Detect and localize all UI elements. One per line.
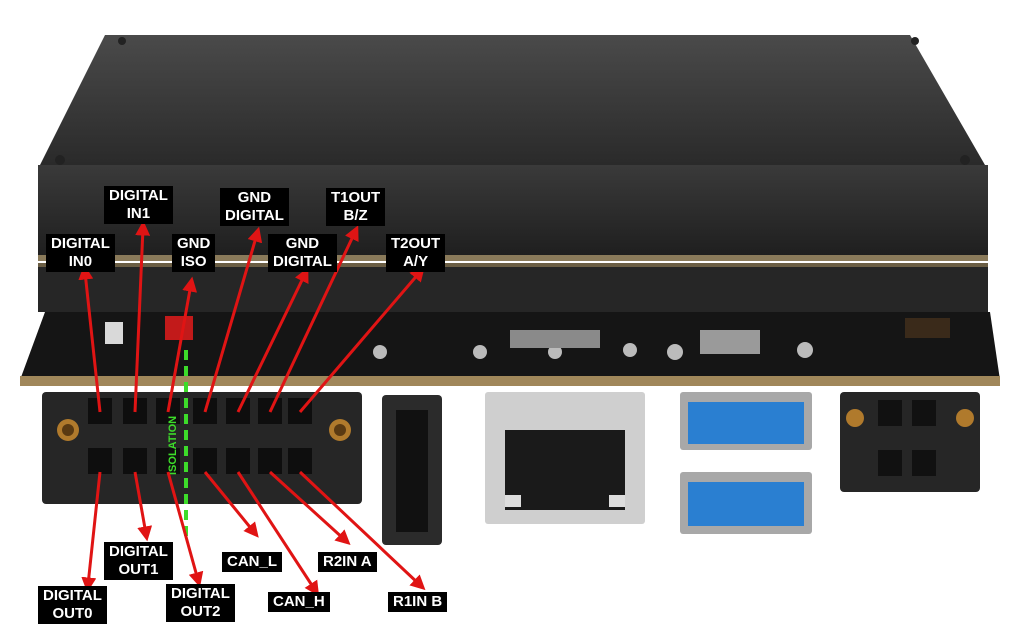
terminal-pin-socket [193,448,217,474]
terminal-screw [62,424,74,436]
power-pin [878,450,902,476]
component [548,345,562,359]
component [510,330,600,348]
component [797,342,813,358]
label-r2in-a: R2IN A [318,552,377,572]
component [165,316,193,340]
component [373,345,387,359]
terminal-pin-socket [258,448,282,474]
arrow-can-h [236,471,320,597]
terminal-pin-socket [88,448,112,474]
power-pin [912,450,936,476]
component [623,343,637,357]
thermal-stripe [38,255,988,261]
arrow-gnd-digital-top [203,226,263,413]
component [473,345,487,359]
label-r1in-b: R1IN B [388,592,448,612]
arrow-r2in-a [268,470,351,546]
ethernet-port-opening [505,430,625,510]
screw-head [960,155,970,165]
screw-head [118,37,126,45]
component [105,322,123,344]
arrow-digital-in0 [78,264,102,413]
terminal-pin-socket [288,448,312,474]
terminal-screw [334,424,346,436]
component [700,330,760,354]
heatsink-base [38,267,988,312]
ethernet-led [609,495,625,507]
arrow-digital-out0 [81,471,102,593]
hdmi-port-inner [396,410,428,532]
power-connector[interactable] [840,392,980,492]
arrow-gnd-iso [166,276,198,413]
power-pin [912,400,936,426]
terminal-pin-socket [226,448,250,474]
terminal-pin-socket [156,448,180,474]
screw-head [55,155,65,165]
terminal-pin-socket [123,448,147,474]
heatsink-top [40,35,985,165]
label-can-l: CAN_L [222,552,283,572]
terminal-screw [956,409,974,427]
arrows [78,220,426,597]
pcb-edge [20,376,1000,386]
thermal-stripe [38,263,988,267]
screw-head [911,37,919,45]
ethernet-led [505,495,521,507]
arrow-digital-out1 [133,471,153,542]
usb-port-top-blue [688,402,804,444]
isolation-text: ISOLATION [167,416,179,475]
arrow-can-l [203,471,259,538]
arrow-gnd-digital-mid [236,267,309,413]
component [905,318,950,338]
power-pin [878,400,902,426]
label-can-h: CAN_H [268,592,330,612]
arrow-t1out [268,225,359,413]
arrow-digital-in1 [133,220,151,413]
arrow-digital-out2 [166,471,204,588]
component [667,344,683,360]
arrow-r1in-b [298,470,426,591]
terminal-screw [846,409,864,427]
arrow-t2out [298,266,425,413]
usb-port-bottom-blue [688,482,804,526]
